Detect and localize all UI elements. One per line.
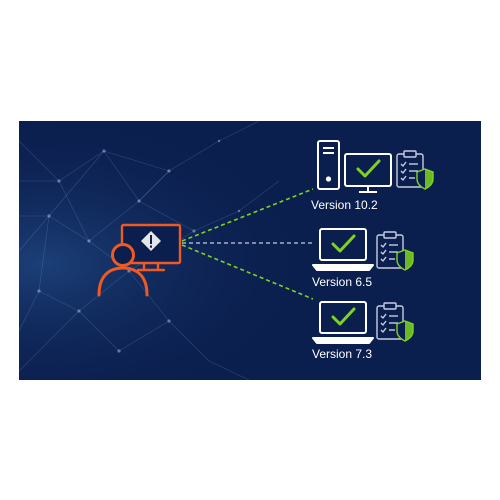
check-icon [331, 234, 356, 253]
user-with-warning-monitor-icon [97, 223, 182, 297]
laptop-icon [312, 301, 374, 344]
target-label-1: Version 10.2 [311, 198, 378, 212]
target-label-2: Version 6.5 [312, 275, 373, 289]
clipboard-shield-icon [376, 302, 414, 342]
link-line-3 [181, 244, 314, 300]
diagram-banner: Version 10.2 Version 6.5 Version 7.3 [19, 121, 481, 380]
warning-icon [141, 231, 161, 251]
check-icon [331, 307, 356, 326]
connection-lines [181, 188, 314, 300]
check-icon [356, 159, 381, 178]
target-label-3: Version 7.3 [312, 347, 373, 361]
desktop-pc-icon [317, 140, 392, 193]
laptop-icon [312, 228, 374, 271]
clipboard-shield-icon [396, 150, 434, 190]
link-line-1 [181, 188, 314, 242]
clipboard-shield-icon [376, 231, 414, 271]
